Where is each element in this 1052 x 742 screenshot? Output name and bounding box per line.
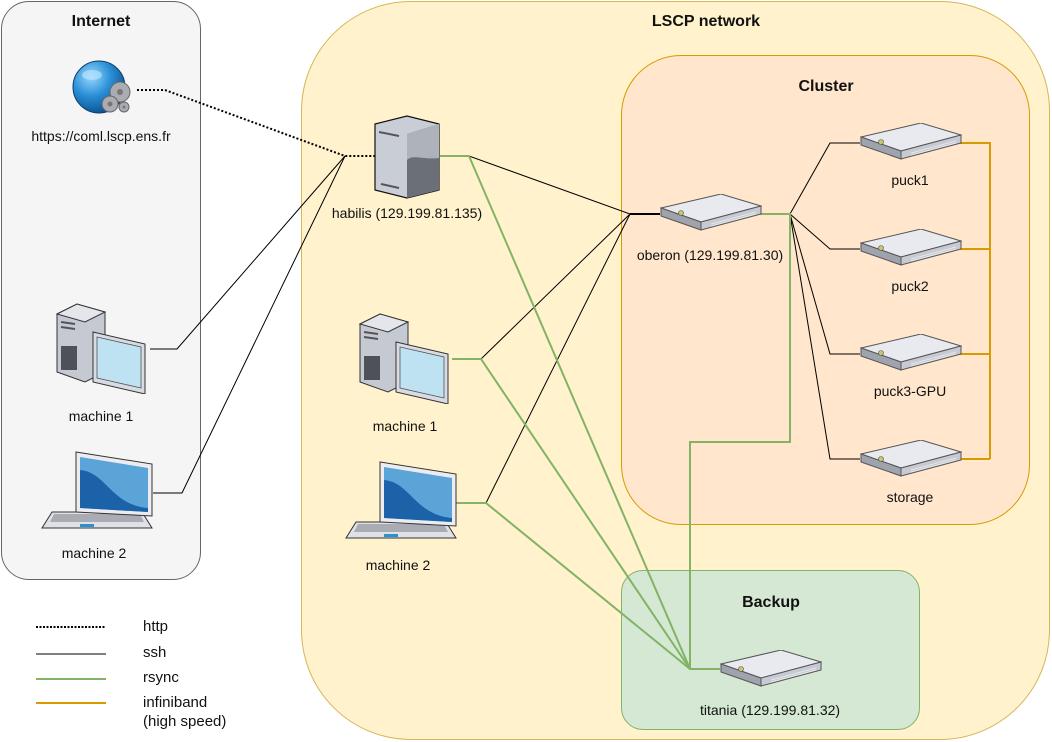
tower-server-icon[interactable] xyxy=(373,114,441,205)
legend-infiniband-label: infiniband xyxy=(143,694,208,711)
globe-gears-icon[interactable] xyxy=(72,60,136,119)
desktop-computer-icon[interactable] xyxy=(55,302,150,399)
link-ssh-oberon-storage xyxy=(789,213,860,460)
rack-server-icon[interactable] xyxy=(860,440,962,485)
link-http-website-habilis xyxy=(137,89,375,157)
link-ssh-extmachine1-habilis xyxy=(150,155,346,350)
legend-ssh-label: ssh xyxy=(143,644,167,661)
int-machine2-label: machine 2 xyxy=(365,557,431,573)
puck2-label: puck2 xyxy=(891,278,929,294)
link-ssh-oberon-puck1 xyxy=(789,142,860,215)
rack-server-icon[interactable] xyxy=(660,194,762,239)
titania-label: titania (129.199.81.32) xyxy=(699,702,841,718)
lscp-network-title: LSCP network xyxy=(651,13,761,30)
oberon-label: oberon (129.199.81.30) xyxy=(636,247,784,263)
puck3-label: puck3-GPU xyxy=(873,383,947,399)
link-ssh-oberon-puck3 xyxy=(789,213,860,355)
link-rsync-intmachine2-titania xyxy=(456,502,691,670)
link-ssh-oberon-puck2 xyxy=(789,213,860,250)
backup-title: Backup xyxy=(742,594,800,611)
laptop-icon[interactable] xyxy=(340,460,458,545)
website-label: https://coml.lscp.ens.fr xyxy=(31,128,171,144)
desktop-computer-icon[interactable] xyxy=(358,312,453,409)
rack-server-icon[interactable] xyxy=(860,123,962,168)
backup-zone xyxy=(621,570,920,730)
int-machine1-label: machine 1 xyxy=(372,418,438,434)
cluster-title: Cluster xyxy=(798,78,854,95)
ext-machine1-label: machine 1 xyxy=(68,408,134,424)
legend-rsync-label: rsync xyxy=(143,669,179,686)
rack-server-icon[interactable] xyxy=(720,650,822,695)
legend-infiniband-sublabel: (high speed) xyxy=(143,713,227,730)
internet-title: Internet xyxy=(71,13,131,30)
rack-server-icon[interactable] xyxy=(860,334,962,379)
link-ssh-extmachine2-habilis xyxy=(153,155,346,494)
link-rsync-intmachine1-titania xyxy=(452,358,691,670)
rack-server-icon[interactable] xyxy=(860,229,962,274)
link-ssh-intmachine1-oberon xyxy=(452,213,631,360)
link-infiniband-puck1 xyxy=(960,142,991,459)
ext-machine2-label: machine 2 xyxy=(61,545,127,561)
legend-http-label: http xyxy=(143,618,169,635)
link-rsync-habilis-titania xyxy=(440,155,691,670)
laptop-icon[interactable] xyxy=(36,450,154,535)
puck1-label: puck1 xyxy=(891,172,929,188)
storage-label: storage xyxy=(886,489,934,505)
link-rsync-oberon-titania xyxy=(689,213,791,670)
habilis-label: habilis (129.199.81.135) xyxy=(331,205,483,221)
